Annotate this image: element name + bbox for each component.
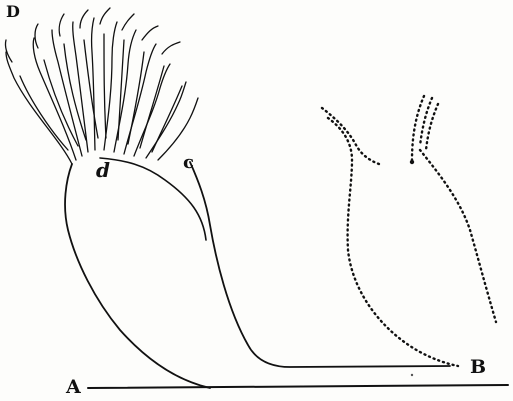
dotted-outline-right xyxy=(412,96,496,322)
label-B: B xyxy=(470,358,486,377)
ground-line xyxy=(88,385,508,388)
inner-stem-outline xyxy=(190,162,450,367)
label-A: A xyxy=(66,378,81,397)
outer-outline xyxy=(65,164,210,388)
dot-marker xyxy=(410,160,414,164)
label-d: d xyxy=(96,160,110,180)
label-D: D xyxy=(6,4,20,20)
small-dot xyxy=(411,374,413,376)
tentacle-crown xyxy=(5,8,198,164)
label-c: c xyxy=(183,154,194,172)
dotted-outline-left xyxy=(322,108,458,366)
